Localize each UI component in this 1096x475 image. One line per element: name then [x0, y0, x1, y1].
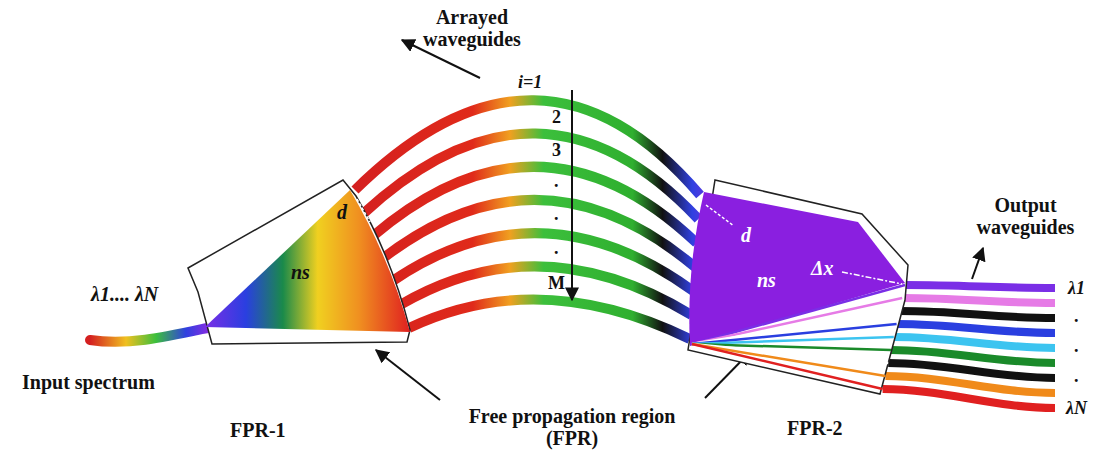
wavelength-dot: .: [1074, 366, 1079, 386]
wavelength-dot: .: [1074, 306, 1079, 326]
index-label: 3: [552, 140, 561, 160]
focus-ray: [692, 285, 905, 344]
region-shape: [684, 168, 914, 450]
region-shape: [185, 175, 417, 450]
wavelength-dot: .: [1074, 336, 1079, 356]
focus-ray: [692, 298, 902, 344]
fpr-outline: [688, 180, 908, 394]
focus-ray: [692, 337, 894, 344]
index-arrow: [571, 90, 573, 300]
focus-ray: [692, 311, 899, 344]
region-name: FPR-1: [230, 419, 286, 441]
spacing-symbol: Δx: [811, 257, 834, 279]
focus-ray: [692, 344, 885, 376]
index-dot: .: [554, 204, 559, 224]
focus-ray: [692, 324, 897, 344]
leader-arrow: [376, 350, 440, 400]
part-label: Input spectrum: [22, 371, 155, 393]
pitch-mark: [706, 205, 734, 226]
part-label: Arrayed waveguides: [416, 6, 528, 50]
spacing-mark: [842, 272, 902, 284]
index-dot: .: [554, 238, 559, 258]
index-label: i=1: [518, 72, 542, 92]
fpr-fill: [689, 192, 905, 346]
free-propagation-region: d ns ΔxFPR-2: [684, 168, 914, 450]
pitch-symbol: d: [337, 201, 347, 223]
index-label: M: [548, 273, 565, 293]
wavelength-label: λN: [1066, 398, 1087, 418]
focus-ray: [692, 344, 883, 389]
input-waveguide: [90, 327, 212, 342]
waveguide-arc: [400, 266, 692, 315]
output-waveguide: [899, 311, 1055, 318]
leader-arrow: [972, 248, 983, 279]
part-label: Output waveguides: [953, 194, 1096, 238]
output-waveguide: [894, 337, 1055, 348]
index-dot: .: [554, 171, 559, 191]
part-label: Free propagation region (FPR): [442, 405, 702, 449]
output-waveguides: [883, 285, 1055, 408]
output-waveguide: [902, 298, 1055, 303]
output-waveguide: [905, 285, 1055, 288]
output-waveguide: [897, 324, 1055, 333]
pitch-mark: [357, 199, 370, 222]
fpr-fan: [205, 190, 410, 332]
index-symbol: ns: [757, 269, 776, 291]
fpr-outline: [188, 180, 410, 344]
arrayed-waveguides: [355, 100, 700, 339]
output-waveguide: [883, 389, 1055, 408]
index-symbol: ns: [291, 261, 310, 283]
wavelength-label: λ1.... λN: [91, 283, 158, 305]
wavelength-label: λ1: [1068, 278, 1085, 298]
pitch-symbol: d: [741, 224, 751, 246]
index-label: 2: [552, 107, 561, 127]
free-propagation-region: d nsFPR-1: [185, 175, 417, 450]
waveguide-arc: [409, 300, 690, 339]
region-name: FPR-2: [787, 417, 843, 439]
